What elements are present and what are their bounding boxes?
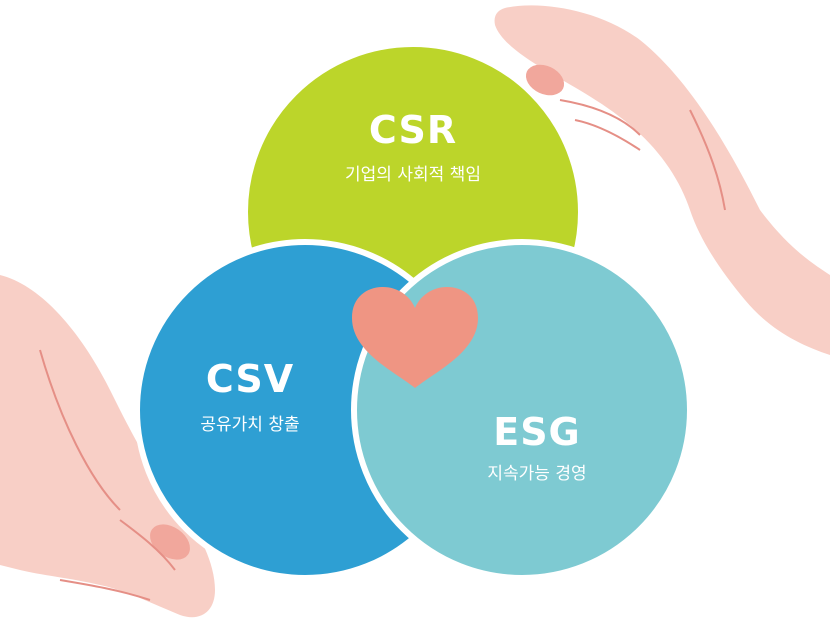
csr-subtitle: 기업의 사회적 책임: [345, 165, 481, 185]
csv-subtitle: 공유가치 창출: [200, 415, 300, 435]
esg-title: ESG: [493, 410, 581, 454]
heart-icon: [352, 287, 478, 388]
csr-title: CSR: [368, 108, 458, 152]
csv-title: CSV: [205, 357, 295, 401]
hand-top-right-icon: [494, 5, 830, 355]
hand-bottom-left-icon: [0, 275, 215, 618]
esg-subtitle: 지속가능 경영: [487, 464, 587, 484]
